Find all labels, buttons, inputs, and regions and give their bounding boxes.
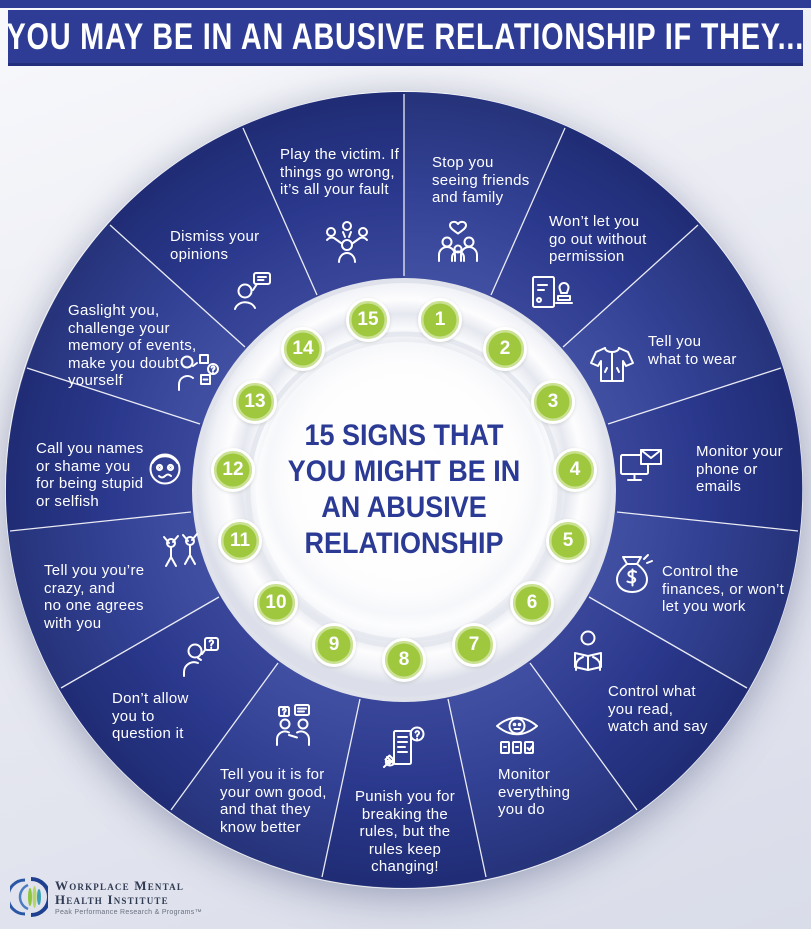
divider-lines	[9, 94, 799, 878]
crazy-people-icon	[152, 530, 208, 586]
segment-8-label: Punish you for breaking the rules, but t…	[354, 788, 456, 875]
page-title: YOU MAY BE IN AN ABUSIVE RELATIONSHIP IF…	[6, 15, 805, 57]
mocking-face-icon	[137, 440, 193, 496]
org-logo: Workplace Mental Health Institute Peak P…	[10, 876, 202, 918]
segment-4-label: Monitor your phone or emails	[696, 443, 783, 495]
center-heading: 15 SIGNS THAT YOU MIGHT BE IN AN ABUSIVE…	[287, 419, 521, 560]
segment-5-label: Control the finances, or won’t let you w…	[662, 563, 785, 615]
segment-12-label: Call you names or shame you for being st…	[36, 440, 144, 510]
discussion-people-icon	[265, 699, 321, 755]
number-badge-12: 12	[211, 448, 255, 492]
number-badge-7: 7	[452, 623, 496, 667]
segment-13-label: Gaslight you, challenge your memory of e…	[68, 302, 197, 389]
segment-11-label: Tell you you’re crazy, and no one agrees…	[44, 562, 145, 632]
title-banner: YOU MAY BE IN AN ABUSIVE RELATIONSHIP IF…	[6, 10, 805, 66]
org-name-line1: Workplace Mental	[55, 878, 185, 893]
segment-15-label: Play the victim. If things go wrong, it’…	[280, 146, 400, 198]
surveillance-eye-icon	[489, 706, 545, 762]
jacket-icon	[584, 337, 640, 393]
number-badge-15: 15	[346, 298, 390, 342]
number-badge-1: 1	[418, 298, 462, 342]
top-strip	[0, 0, 811, 8]
number-badge-5: 5	[546, 519, 590, 563]
segment-2-label: Won’t let you go out without permission	[549, 213, 647, 265]
segment-1-label: Stop you seeing friends and family	[432, 154, 530, 206]
number-badge-2: 2	[483, 327, 527, 371]
money-bag-icon	[604, 545, 660, 601]
org-name-line2: Health Institute	[55, 892, 169, 907]
segment-6-label: Control what you read, watch and say	[608, 683, 708, 735]
number-badge-10: 10	[254, 581, 298, 625]
number-badge-8: 8	[382, 638, 426, 682]
segment-10-label: Don’t allow you to question it	[112, 690, 189, 742]
memory-doubt-icon	[170, 344, 226, 400]
segment-14-label: Dismiss your opinions	[170, 228, 260, 263]
number-badge-11: 11	[218, 519, 262, 563]
number-badge-14: 14	[281, 327, 325, 371]
number-badge-13: 13	[233, 380, 277, 424]
monitor-email-icon	[614, 440, 670, 496]
reading-person-icon	[560, 624, 616, 680]
segment-7-label: Monitor everything you do	[498, 766, 571, 818]
segment-3-label: Tell you what to wear	[648, 333, 737, 368]
number-badge-9: 9	[312, 623, 356, 667]
number-badge-4: 4	[553, 448, 597, 492]
org-tagline: Peak Performance Research & Programs™	[55, 909, 202, 916]
segment-9-label: Tell you it is for your own good, and th…	[220, 766, 327, 836]
family-heart-icon	[430, 215, 486, 271]
number-badge-6: 6	[510, 581, 554, 625]
org-logo-mark	[10, 877, 48, 917]
permission-stamp-icon	[523, 269, 579, 325]
opinion-bubble-icon	[224, 261, 280, 317]
questioning-person-icon	[172, 630, 228, 686]
blame-group-icon	[319, 216, 375, 272]
number-badge-3: 3	[531, 380, 575, 424]
rules-scroll-icon	[375, 722, 431, 778]
